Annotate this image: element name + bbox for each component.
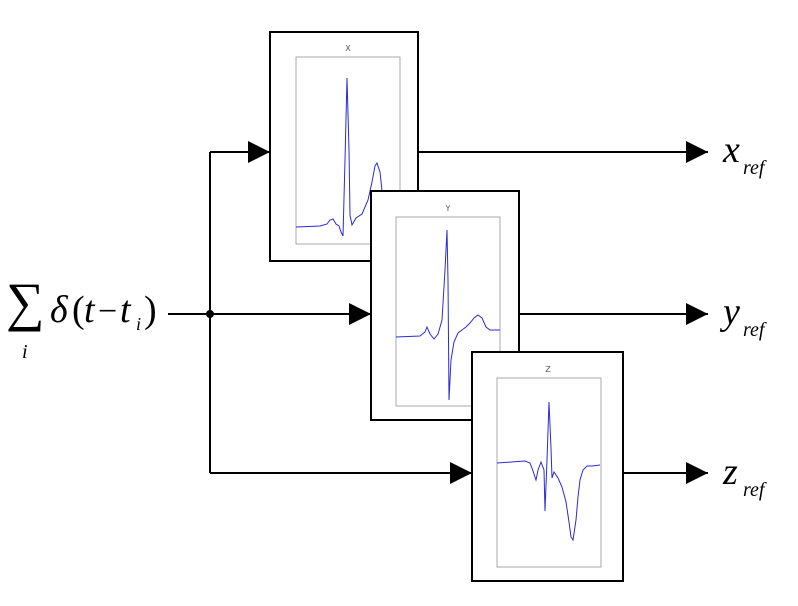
z-ref-subscript: ref — [743, 479, 767, 501]
input-expression: ∑ i δ ( t − t i ) — [6, 272, 157, 363]
event-time: t — [120, 289, 132, 331]
z-plot-title: Z — [545, 365, 551, 374]
z-ref-label: z ref — [722, 451, 767, 501]
x-ref-base: x — [722, 129, 740, 171]
output-labels: x ref y ref z ref — [719, 129, 767, 501]
y-ref-subscript: ref — [743, 319, 767, 341]
delta-symbol: δ — [50, 289, 69, 331]
minus-sign: − — [98, 293, 117, 330]
y-ref-label: y ref — [719, 291, 767, 341]
event-time-index: i — [136, 314, 141, 334]
output-lines — [418, 141, 708, 484]
z-ref-base: z — [722, 451, 738, 493]
time-variable: t — [84, 289, 96, 331]
input-distribution — [168, 141, 472, 484]
z-lead-block: Z — [471, 351, 624, 582]
y-ref-base: y — [719, 291, 740, 333]
y-lead-icon — [395, 229, 500, 401]
x-ref-subscript: ref — [743, 157, 767, 179]
y-lead-block: Y — [370, 190, 520, 421]
close-paren: ) — [144, 289, 157, 331]
z-lead-icon — [496, 401, 601, 542]
sum-index: i — [22, 341, 28, 363]
open-paren: ( — [72, 289, 85, 331]
x-plot-title: X — [345, 44, 351, 53]
sum-symbol: ∑ — [6, 272, 45, 332]
x-ref-label: x ref — [722, 129, 767, 179]
y-plot-title: Y — [445, 204, 451, 213]
